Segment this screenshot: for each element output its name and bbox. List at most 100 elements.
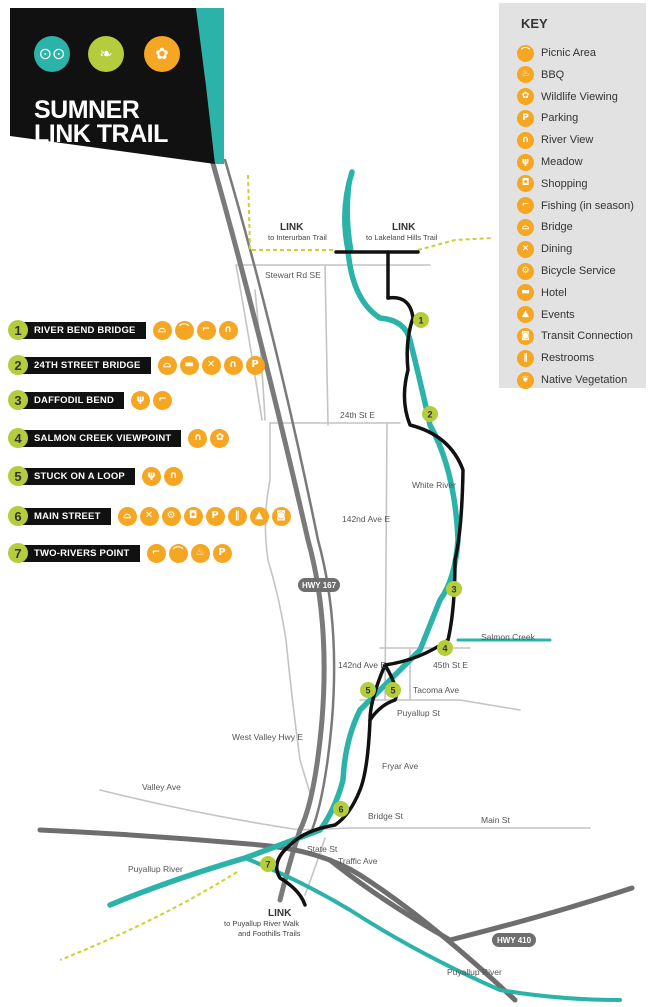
key-item-label: Restrooms — [541, 352, 595, 365]
picnic-icon: ⌒ — [174, 320, 194, 340]
water-label-white-river: White River — [412, 480, 456, 490]
map-marker-6[interactable]: 6 — [333, 801, 349, 817]
svg-text:HWY 410: HWY 410 — [497, 936, 532, 945]
title-block: ⊙⊙ ❧ ✿ SUMNER LINK TRAIL — [10, 8, 224, 164]
bicycle-icon: ⚙ — [161, 506, 181, 526]
meadow-icon: ψ — [517, 153, 534, 171]
key-item-binoculars: ∩ River View — [517, 130, 593, 150]
key-item-label: Parking — [541, 112, 579, 125]
water-label-puyallup-w: Puyallup River — [128, 864, 183, 874]
binoculars-icon: ∩ — [188, 428, 208, 448]
fishing-icon: ⌐ — [196, 320, 216, 340]
waypoint-number-badge: 4 — [8, 428, 28, 448]
daffodil-logo-icon: ✿ — [144, 36, 180, 72]
key-item-label: Events — [541, 308, 575, 321]
svg-text:5: 5 — [390, 686, 395, 696]
waypoint-name: SALMON CREEK VIEWPOINT — [22, 429, 182, 447]
waypoint-amenities: ⌐⌒♨P — [144, 543, 232, 563]
key-item-wildlife: ✿ Wildlife Viewing — [517, 87, 618, 107]
link-interurban-title: LINK — [280, 222, 304, 233]
waypoint-number-badge: 2 — [8, 355, 28, 375]
bicycle-icon: ⚙ — [517, 262, 534, 280]
link-trails — [59, 174, 493, 961]
waypoint-number-badge: 3 — [8, 390, 28, 410]
svg-text:5: 5 — [365, 686, 370, 696]
restroom-icon: ‖ — [517, 349, 534, 367]
dining-icon: ✕ — [201, 355, 221, 375]
road-label-bridge: Bridge St — [368, 811, 404, 821]
water-label-puyallup-e: Puyallup River — [447, 967, 502, 977]
key-item-label: Wildlife Viewing — [541, 90, 618, 103]
link-puyallup-sub1: to Puyallup River Walk — [224, 919, 299, 928]
key-item-events: ▲Events — [517, 305, 575, 325]
key-item-label: Hotel — [541, 286, 567, 299]
key-item-vegetation: ❦Native Vegetation — [517, 370, 627, 390]
wildlife-icon: ✿ — [517, 88, 534, 106]
road-label-puyallup-st: Puyallup St — [397, 708, 441, 718]
waypoint-number-badge: 1 — [8, 320, 28, 340]
highways — [37, 157, 635, 1003]
road-label-west-valley: West Valley Hwy E — [232, 732, 303, 742]
waypoint-amenities: ∩✿ — [185, 428, 230, 448]
road-label-state: State St — [307, 844, 338, 854]
map-marker-2[interactable]: 2 — [422, 406, 438, 422]
parking-icon: P — [205, 506, 225, 526]
shopping-icon: ◘ — [517, 175, 534, 193]
parking-icon: P — [245, 355, 265, 375]
map-marker-1[interactable]: 1 — [413, 312, 429, 328]
svg-text:4: 4 — [442, 644, 447, 654]
key-title: KEY — [521, 16, 548, 31]
waypoint-name: TWO-RIVERS POINT — [22, 544, 140, 562]
key-item-picnic: ⌒Picnic Area — [517, 43, 596, 63]
road-label-tacoma: Tacoma Ave — [413, 685, 459, 695]
road-label-45th: 45th St E — [433, 660, 468, 670]
link-lakeland-sub: to Lakeland Hills Trail — [366, 233, 438, 242]
fishing-icon: ⌐ — [517, 197, 534, 215]
waypoint-amenities: ψ⌐ — [128, 390, 173, 410]
svg-text:3: 3 — [451, 585, 456, 595]
map-marker-4[interactable]: 4 — [437, 640, 453, 656]
link-lakeland-title: LINK — [392, 222, 416, 233]
restroom-icon: ‖ — [227, 506, 247, 526]
key-item-shopping: ◘Shopping — [517, 174, 588, 194]
key-item-label: River View — [541, 134, 594, 147]
binoculars-icon: ∩ — [223, 355, 243, 375]
road-label-main: Main St — [481, 815, 510, 825]
vegetation-icon: ❦ — [517, 371, 534, 389]
binoculars-icon: ∩ — [218, 320, 238, 340]
key-item-label: BBQ — [541, 68, 565, 81]
road-label-traffic: Traffic Ave — [338, 856, 378, 866]
map-marker-3[interactable]: 3 — [446, 581, 462, 597]
meadow-icon: ψ — [131, 390, 151, 410]
waypoint-name: 24TH STREET BRIDGE — [22, 356, 151, 374]
binoculars-icon: ∩ — [517, 131, 534, 149]
map-marker-5b[interactable]: 5 — [385, 682, 401, 698]
svg-text:2: 2 — [427, 410, 432, 420]
bridge-icon: ⌓ — [152, 320, 172, 340]
link-interurban-sub: to Interurban Trail — [268, 233, 327, 242]
key-item-label: Bridge — [541, 221, 573, 234]
transit-icon: ◙ — [271, 506, 291, 526]
road-label-stewart: Stewart Rd SE — [265, 270, 321, 280]
key-item-bbq: ♨BBQ — [517, 65, 564, 85]
key-item-hotel: ▬Hotel — [517, 283, 567, 303]
waypoint-number-badge: 7 — [8, 543, 28, 563]
map-marker-7[interactable]: 7 — [260, 856, 276, 872]
hwy-410-shield: HWY 410 — [492, 933, 536, 947]
map-marker-5a[interactable]: 5 — [360, 682, 376, 698]
sumner-link-trail — [274, 250, 465, 907]
bicycle-logo-icon: ⊙⊙ — [34, 36, 70, 72]
waypoint-amenities: ⌓⌒⌐∩ — [150, 320, 238, 340]
waypoint-number-badge: 5 — [8, 466, 28, 486]
hwy-167-shield: HWY 167 — [298, 578, 340, 592]
